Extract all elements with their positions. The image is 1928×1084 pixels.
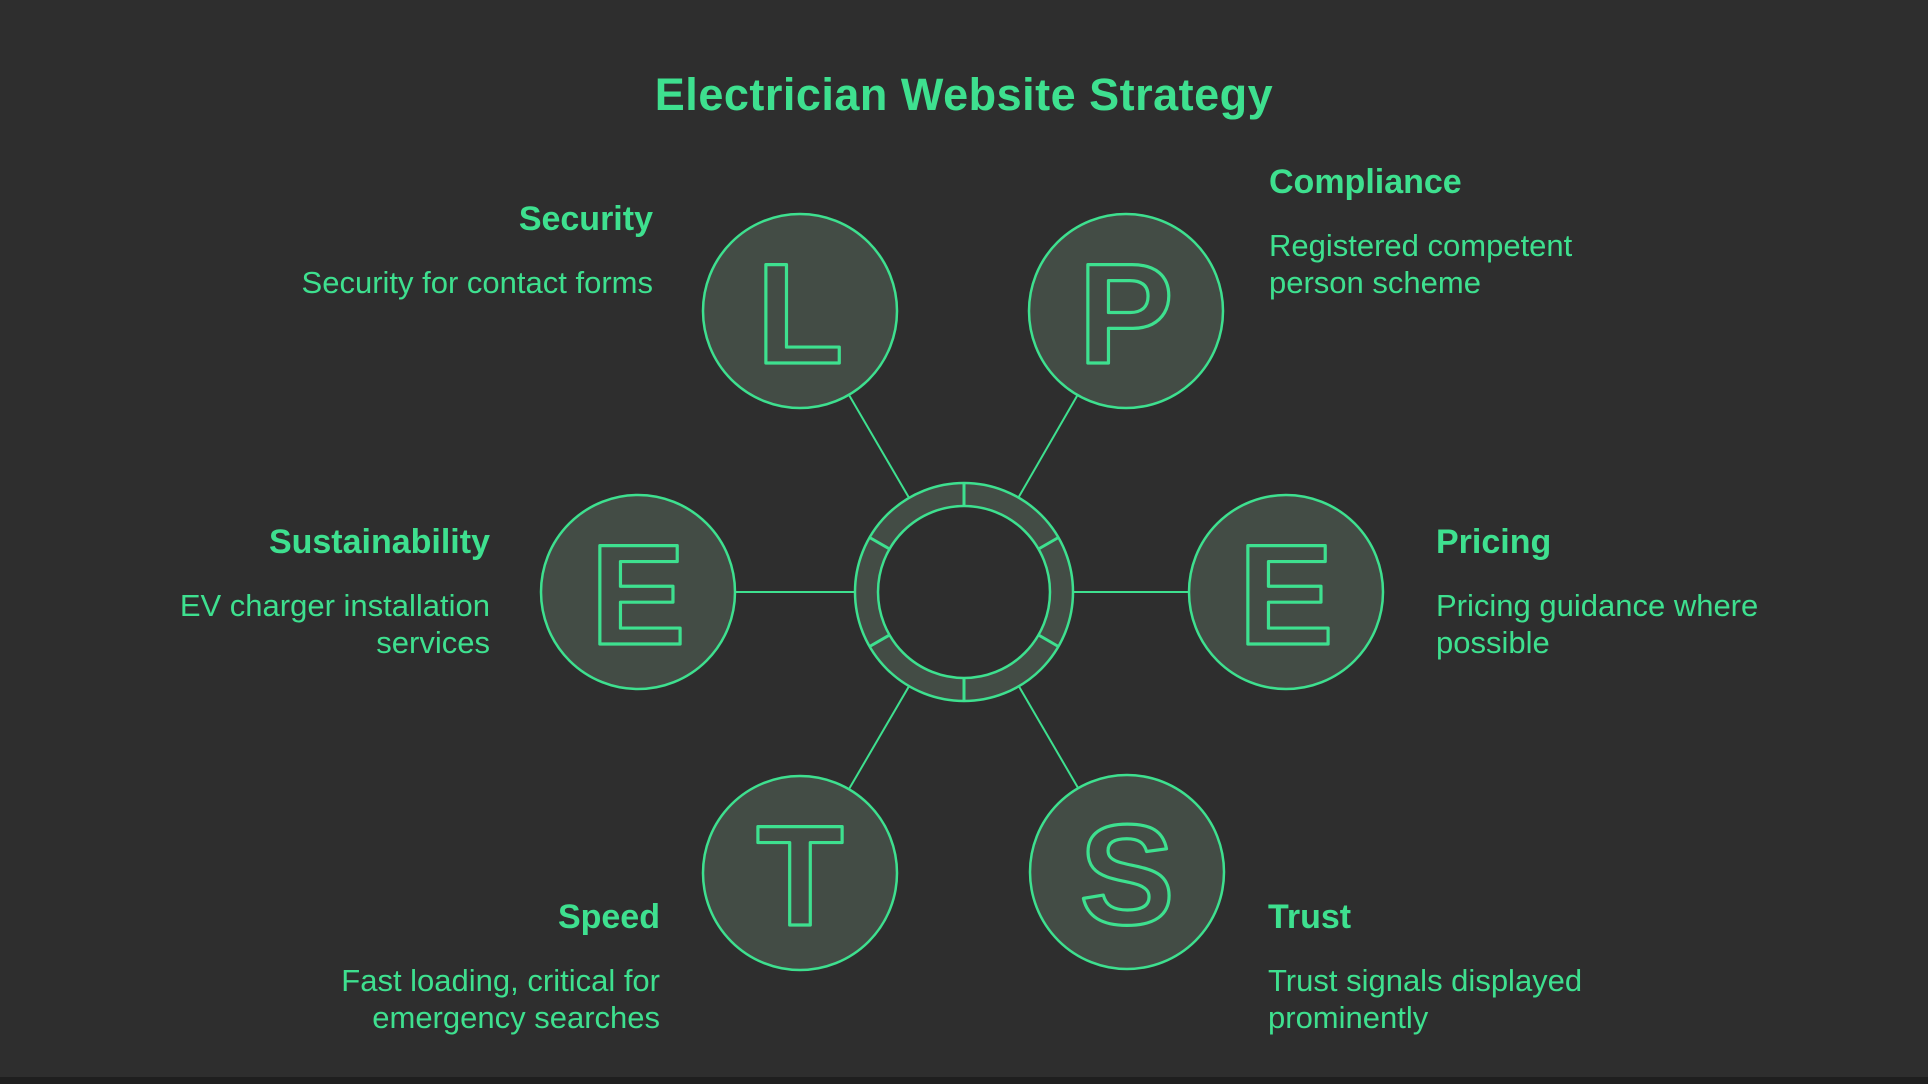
node-circle-security <box>701 212 899 410</box>
node-desc-security: Security for contact forms <box>301 265 653 300</box>
node-title-pricing: Pricing <box>1436 523 1552 561</box>
node-letter-speed: T <box>756 797 843 956</box>
node-title-sustainability: Sustainability <box>268 523 490 561</box>
node-letter-security: L <box>756 235 843 394</box>
node-title-trust: Trust <box>1268 898 1352 936</box>
letter-nodes: L P E E T S <box>539 212 1385 972</box>
node-circle-sustainability <box>539 493 737 691</box>
label-block-security: Security Security for contact forms <box>233 197 653 301</box>
node-letter-compliance: P <box>1078 235 1173 394</box>
hub-divider-lower-right <box>1037 633 1060 648</box>
node-desc-compliance: Registered competent person scheme <box>1269 228 1573 300</box>
label-block-trust: Trust Trust signals displayed prominentl… <box>1268 895 1628 1036</box>
node-title-security: Security <box>518 200 653 238</box>
label-block-speed: Speed Fast loading, critical for emergen… <box>270 895 660 1036</box>
node-letter-trust: S <box>1079 796 1174 955</box>
node-desc-sustainability: EV charger installation services <box>179 588 490 660</box>
node-letter-sustainability: E <box>590 516 685 675</box>
bottom-strip <box>0 1077 1928 1084</box>
label-block-compliance: Compliance Registered competent person s… <box>1269 160 1609 301</box>
hub-divider-upper-left <box>868 536 891 551</box>
hub-divider-upper-right <box>1037 536 1060 551</box>
node-desc-speed: Fast loading, critical for emergency sea… <box>341 963 660 1035</box>
node-letter-pricing: E <box>1238 516 1333 675</box>
node-title-speed: Speed <box>557 898 660 936</box>
node-circle-compliance <box>1027 212 1225 410</box>
hub-ring <box>853 481 1075 703</box>
node-circle-speed <box>701 774 899 972</box>
page-title: Electrician Website Strategy <box>654 69 1274 121</box>
node-desc-trust: Trust signals displayed prominently <box>1268 963 1583 1035</box>
node-desc-pricing: Pricing guidance where possible <box>1436 588 1759 660</box>
node-circle-pricing <box>1187 493 1385 691</box>
label-block-sustainability: Sustainability EV charger installation s… <box>150 520 490 661</box>
node-circle-trust <box>1028 773 1226 971</box>
label-block-pricing: Pricing Pricing guidance where possible <box>1436 520 1776 661</box>
node-title-compliance: Compliance <box>1269 163 1462 201</box>
hub-divider-lower-left <box>868 633 891 648</box>
hub-inner-circle <box>876 504 1052 680</box>
